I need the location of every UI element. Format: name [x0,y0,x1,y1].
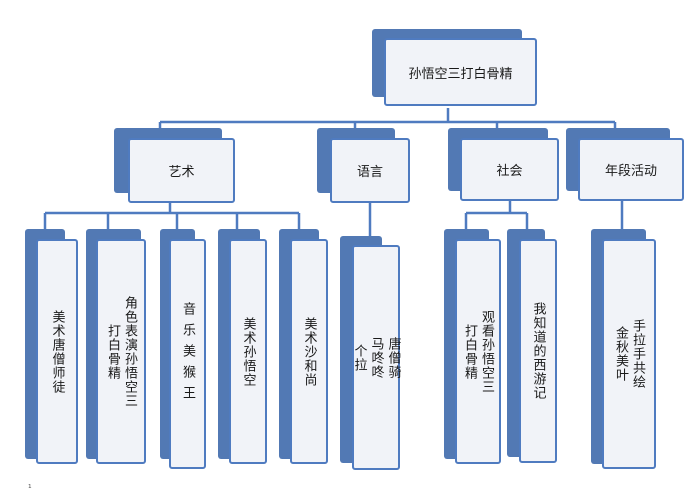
root-label: 孙悟空三打白骨精 [408,66,513,82]
footer-mark: ¹ [28,484,32,494]
leaf-label-art-4: 美术孙悟空 [240,316,256,387]
category-label-society: 社会 [496,164,523,179]
leaf-label-language-1: 唐僧骑马咚咚个拉 [351,336,401,379]
leaf-label-society-1: 观看孙悟空三打白骨精 [462,309,494,394]
leaf-label-art-1: 美术唐僧师徒 [49,309,65,394]
leaf-label-society-2: 我知道的西游记 [530,302,546,400]
leaf-label-art-2: 角色表演孙悟空三打白骨精 [105,295,137,408]
leaf-label-art-3: 音乐美猴王 [180,301,195,407]
category-label-grade-activity: 年段活动 [604,164,657,179]
leaf-label-art-5: 美术沙和尚 [301,316,317,387]
category-label-art: 艺术 [168,165,195,180]
leaf-label-grade-activity-1: 手拉手共绘金秋美叶 [613,319,645,389]
category-label-language: 语言 [356,165,383,180]
